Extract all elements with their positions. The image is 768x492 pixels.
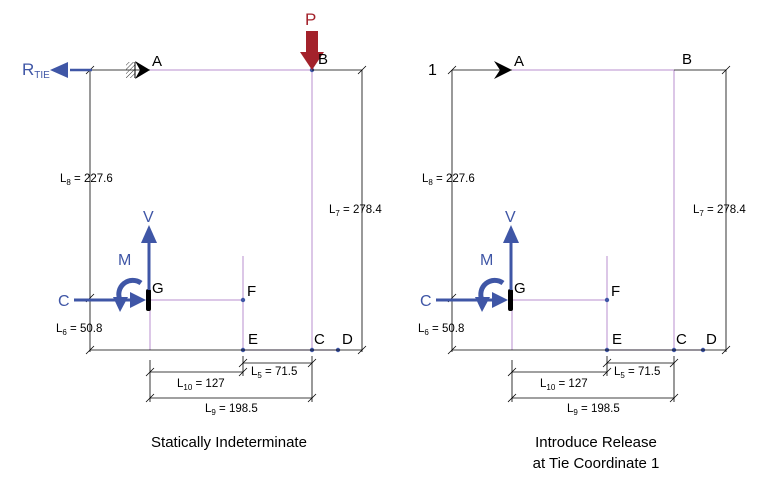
right-frame-members bbox=[511, 69, 703, 351]
left-force-c-label: C bbox=[58, 293, 70, 310]
left-force-c-arrow bbox=[74, 292, 146, 308]
right-force-v-arrow bbox=[503, 225, 519, 290]
left-dim-l5-label: L5 = 71.5 bbox=[251, 366, 297, 380]
right-node-e-label: E bbox=[612, 331, 622, 348]
left-dim-l9-label: L9 = 198.5 bbox=[205, 403, 258, 417]
right-force-v-label: V bbox=[505, 209, 516, 226]
left-frame-members bbox=[149, 69, 338, 351]
left-node-b-label: B bbox=[318, 51, 328, 68]
left-node-e-label: E bbox=[248, 331, 258, 348]
left-force-v-label: V bbox=[143, 209, 154, 226]
left-dim-l10-label: L10 = 127 bbox=[177, 378, 225, 392]
right-section-g-marker bbox=[508, 289, 513, 311]
left-dimensions bbox=[85, 65, 367, 403]
right-node-d-label: D bbox=[706, 331, 717, 348]
left-caption: Statically Indeterminate bbox=[151, 434, 307, 451]
right-caption-line2: at Tie Coordinate 1 bbox=[533, 455, 660, 472]
left-moment-m-arrow bbox=[113, 277, 143, 312]
right-dim-l7-label: L7 = 278.4 bbox=[693, 204, 746, 218]
right-node-b-label: B bbox=[682, 51, 692, 68]
left-node-a-label: A bbox=[152, 53, 162, 70]
left-node-g-label: G bbox=[152, 280, 164, 297]
right-force-c-label: C bbox=[420, 293, 432, 310]
left-load-p-label: P bbox=[305, 10, 316, 29]
right-caption-line1: Introduce Release bbox=[535, 434, 657, 451]
left-moment-m-label: M bbox=[118, 252, 131, 269]
left-diagram: RTIE P A B C D E F G V C M bbox=[22, 10, 382, 451]
left-node-c-label: C bbox=[314, 331, 325, 348]
left-dim-l7-label: L7 = 278.4 bbox=[329, 204, 382, 218]
right-dim-l5-label: L5 = 71.5 bbox=[614, 366, 660, 380]
right-dim-l9-label: L9 = 198.5 bbox=[567, 403, 620, 417]
right-node-g-label: G bbox=[514, 280, 526, 297]
right-dim-l6-label: L6 = 50.8 bbox=[418, 323, 464, 337]
left-node-d-label: D bbox=[342, 331, 353, 348]
right-moment-m-label: M bbox=[480, 252, 493, 269]
right-force-c-arrow bbox=[436, 292, 508, 308]
left-dim-l8-label: L8 = 227.6 bbox=[60, 173, 113, 187]
right-node-f-dot bbox=[604, 297, 610, 303]
left-pin-support bbox=[126, 61, 150, 79]
right-release-arrow bbox=[494, 61, 512, 79]
right-node-f-label: F bbox=[611, 283, 620, 300]
left-dim-l6-label: L6 = 50.8 bbox=[56, 323, 102, 337]
right-node-c-label: C bbox=[676, 331, 687, 348]
right-dimensions bbox=[447, 65, 731, 403]
right-coordinate-label: 1 bbox=[428, 62, 437, 79]
left-section-g-marker bbox=[146, 289, 151, 311]
right-node-a-label: A bbox=[514, 53, 524, 70]
right-dim-l10-label: L10 = 127 bbox=[540, 378, 588, 392]
right-diagram: 1 A B C D E F G V C M L8 = 227.6 L7 = 27… bbox=[418, 51, 746, 472]
left-tie-force-label: RTIE bbox=[22, 60, 50, 81]
left-load-p-arrow bbox=[300, 31, 324, 70]
left-node-f-label: F bbox=[247, 283, 256, 300]
left-node-f-dot bbox=[240, 297, 246, 303]
left-tie-force-arrow bbox=[50, 62, 92, 78]
right-dim-l8-label: L8 = 227.6 bbox=[422, 173, 475, 187]
right-moment-m-arrow bbox=[475, 277, 505, 312]
left-force-v-arrow bbox=[141, 225, 157, 290]
